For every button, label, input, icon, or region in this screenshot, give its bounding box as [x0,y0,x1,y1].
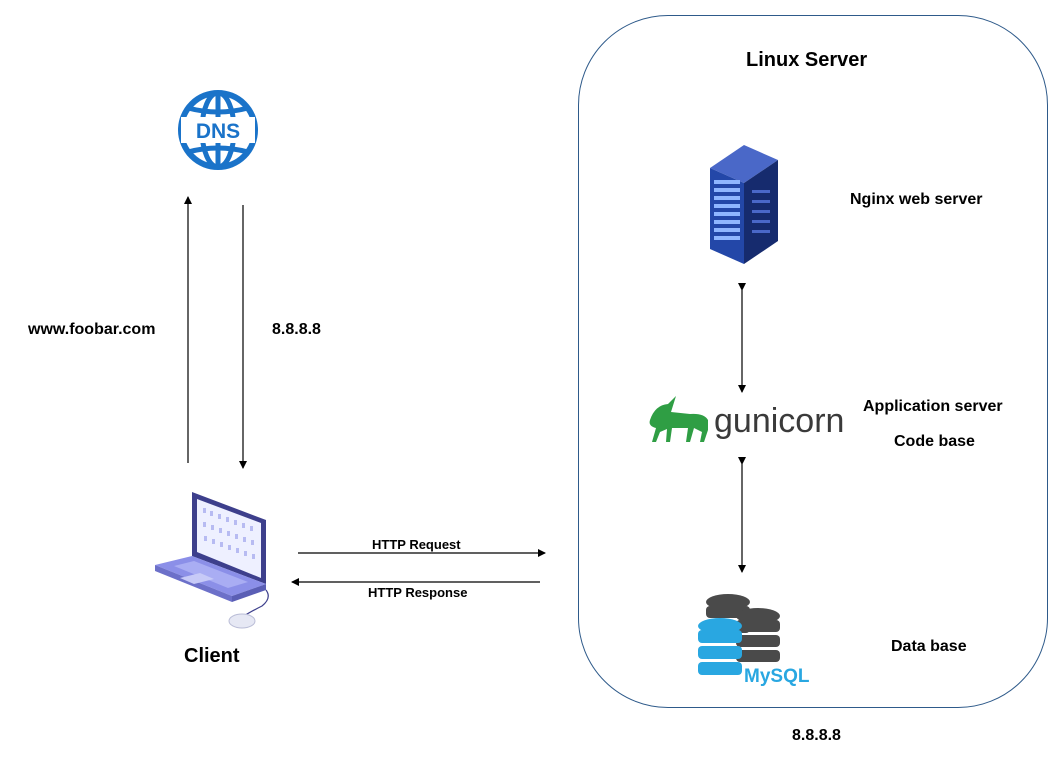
http-request-label: HTTP Request [372,537,461,552]
client-label: Client [184,645,240,667]
database-label: Data base [891,638,967,655]
server-title: Linux Server [746,49,868,71]
code-base-label: Code base [894,433,975,450]
gunicorn-wordmark: gunicorn [714,402,844,440]
http-response-label: HTTP Response [368,585,468,600]
laptop-icon [155,492,269,629]
app-server-label: Application server [863,398,1003,415]
dns-response-ip-label: 8.8.8.8 [272,321,321,338]
mysql-database-icon: MySQL [698,594,810,687]
web-server-label: Nginx web server [850,191,983,208]
server-rack-icon [710,145,778,264]
mysql-wordmark: MySQL [744,666,810,687]
gunicorn-logo-icon: gunicorn [649,396,844,442]
dns-query-domain-label: www.foobar.com [28,321,156,338]
linux-server-container [578,15,1048,708]
server-ip-label: 8.8.8.8 [792,727,841,744]
dns-globe-icon: DNS [178,90,258,170]
dns-icon-label: DNS [196,120,240,143]
